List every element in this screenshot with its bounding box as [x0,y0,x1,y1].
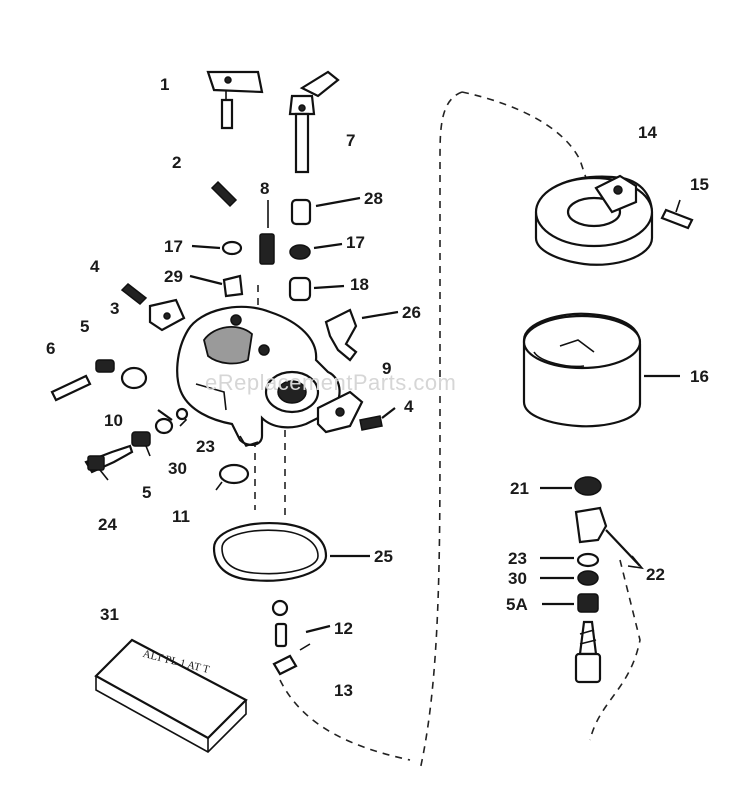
callout-31: 31 [100,605,119,624]
callout-13: 13 [334,681,353,700]
callout-22: 22 [646,565,665,584]
part-14-air-cleaner-cover [534,174,654,266]
callout-30-left: 30 [168,459,187,478]
part-21-nut [540,476,602,496]
callout-4-upper: 4 [90,257,100,276]
callout-9: 9 [382,359,392,378]
part-11-ring [215,463,250,491]
callout-2: 2 [172,153,182,172]
callout-15: 15 [690,175,709,194]
part-12-13-needle-seat [271,599,331,676]
leader-lines [99,407,396,481]
callout-23-right: 23 [508,549,527,568]
part-31-gasket-kit [94,638,248,753]
callout-5-lower: 5 [142,483,152,502]
part-4-screw-upper [120,283,148,305]
part-8-spring [259,200,275,265]
part-7-throttle-shaft [288,70,340,174]
part-9-gasket [316,390,364,434]
carburetor-body [176,305,341,447]
callout-8: 8 [260,179,270,198]
callout-30-right: 30 [508,569,527,588]
callout-17-left: 17 [164,237,183,256]
part-4-screw-lower [359,415,383,431]
callout-16: 16 [690,367,709,386]
callout-5A: 5A [506,595,528,614]
part-15-screw [660,199,694,230]
callout-12: 12 [334,619,353,638]
part-30-washer-left [154,417,174,435]
callout-10: 10 [104,411,123,430]
part-28 [290,196,361,226]
callout-11: 11 [172,507,190,526]
part-5A-spring [542,593,599,613]
callout-26: 26 [402,303,421,322]
part-2-screw [210,180,238,208]
part-18 [288,276,345,302]
callout-7: 7 [346,131,356,150]
callout-21: 21 [510,479,529,498]
callout-1: 1 [160,75,170,94]
part-5-spring-lower [131,431,151,447]
part-22-stud [574,506,644,570]
part-29 [189,274,244,298]
part-3-gasket [148,298,186,332]
callout-17-right: 17 [346,233,365,252]
callout-29: 29 [164,267,183,286]
callout-24: 24 [98,515,117,534]
watermark: eReplacementParts.com [205,370,457,395]
part-23-washer-right [540,552,600,568]
part-16-filter [522,312,680,428]
callout-18: 18 [350,275,369,294]
callout-5-upper: 5 [80,317,90,336]
part-25-bowl-gasket [212,522,370,582]
bowl-screw [574,620,602,684]
callout-6: 6 [46,339,56,358]
assembly-dashed-lines [254,91,641,771]
part-17-washers [191,240,343,260]
callout-28: 28 [364,189,383,208]
part-26-fitting [324,308,399,362]
part-24-needle [84,444,134,474]
part-5-spring-upper [95,359,115,373]
part-10-ring [120,366,148,390]
callout-14: 14 [638,123,657,142]
callout-23-left: 23 [196,437,215,456]
part-30-washer-right [540,570,599,586]
callout-4-lower: 4 [404,397,414,416]
callout-3: 3 [110,299,120,318]
part-1-bracket [206,70,264,130]
part-6-screw [50,374,92,402]
part-23-clip-left [175,407,189,427]
callout-25: 25 [374,547,393,566]
